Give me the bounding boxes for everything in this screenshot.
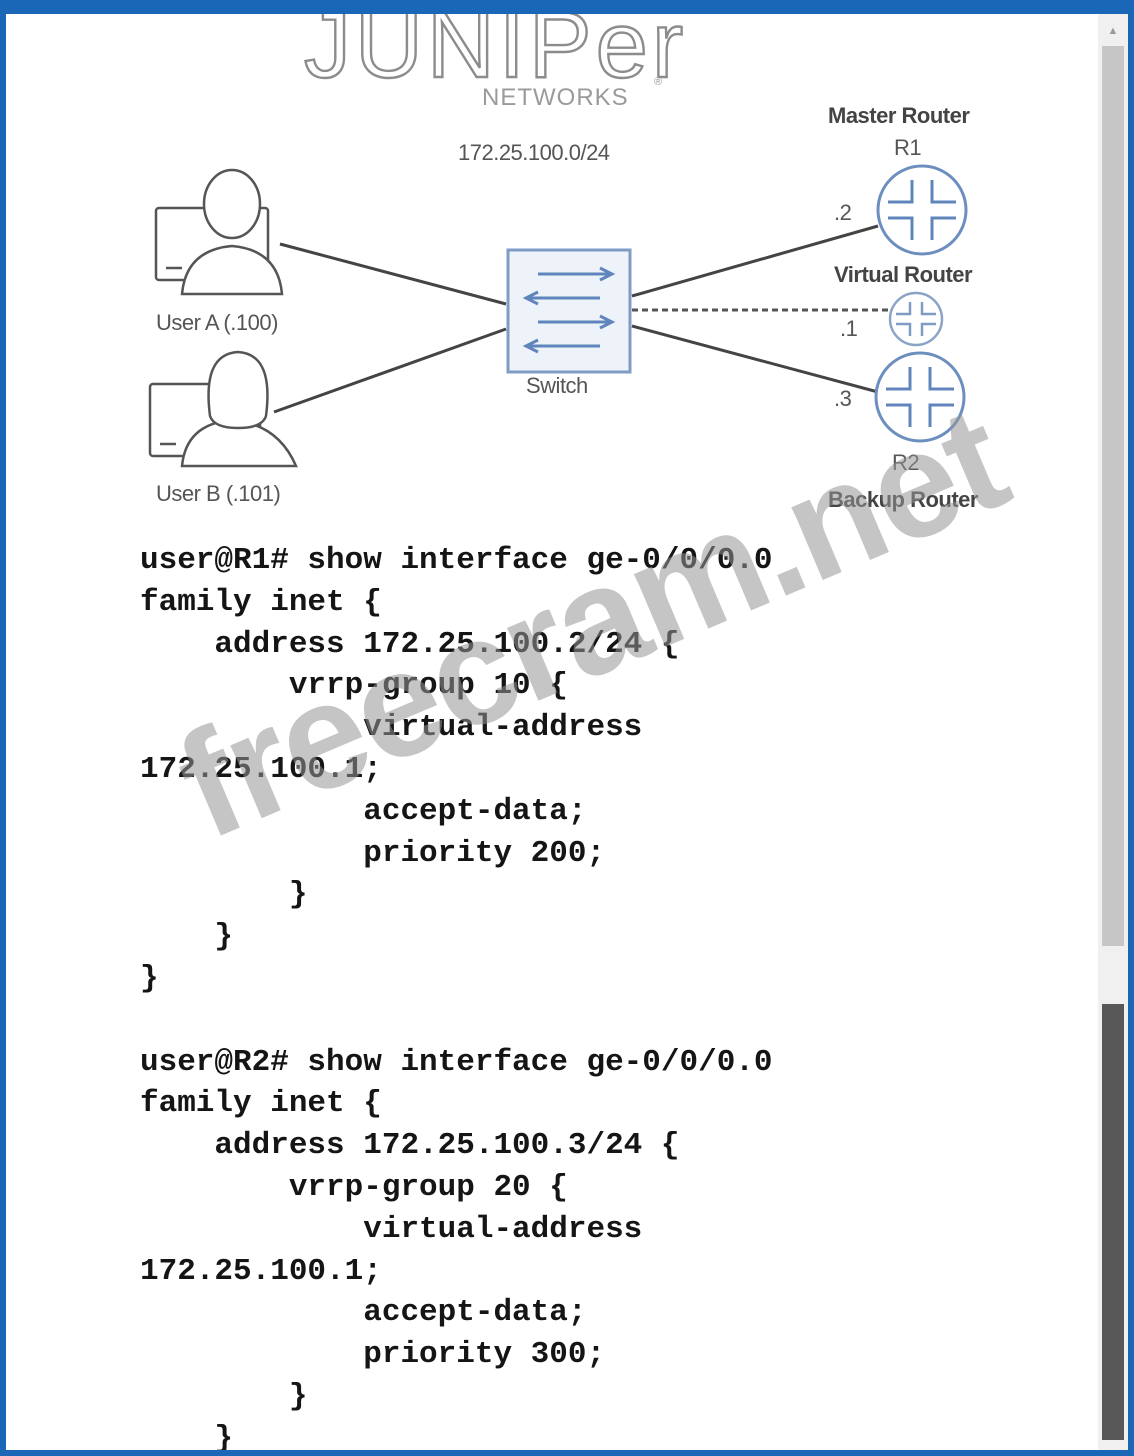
virtual-ip-label: .1	[840, 316, 858, 341]
cli-line: vrrp-group 20 {	[140, 1169, 568, 1205]
subnet-label: 172.25.100.0/24	[458, 140, 610, 165]
cli-line: user@R2# show interface ge-0/0/0.0	[140, 1044, 773, 1080]
cli-line: virtual-address	[140, 710, 643, 746]
cli-output: user@R1# show interface ge-0/0/0.0 family…	[140, 540, 773, 1450]
r2-label: R2	[892, 450, 920, 475]
network-diagram	[148, 164, 968, 468]
cli-line: accept-data;	[140, 1295, 587, 1331]
cli-line: accept-data;	[140, 793, 587, 829]
cli-line: }	[140, 1378, 308, 1414]
cli-line	[140, 1000, 773, 1042]
cli-line: user@R1# show interface ge-0/0/0.0	[140, 543, 773, 578]
cli-line: }	[140, 960, 159, 996]
cli-line: 172.25.100.1;	[140, 751, 382, 787]
r2-ip-label: .3	[834, 386, 852, 411]
cli-line: priority 300;	[140, 1337, 606, 1373]
master-router-label: Master Router	[828, 103, 970, 128]
cli-line: family inet {	[140, 584, 382, 620]
user-b-icon	[148, 350, 298, 468]
cli-line: }	[140, 1420, 234, 1450]
cli-line: virtual-address	[140, 1211, 643, 1247]
link-switch-r2	[631, 324, 879, 394]
juniper-logo-networks: NETWORKS	[482, 84, 629, 111]
router-r2-icon	[874, 351, 966, 443]
user-a-label: User A (.100)	[156, 310, 278, 335]
scroll-up-arrow-icon[interactable]: ▲	[1107, 25, 1119, 37]
scrollbar-track[interactable]	[1102, 46, 1124, 946]
scrollbar-thumb[interactable]	[1102, 1004, 1124, 1440]
user-b-label: User B (.101)	[156, 481, 281, 506]
virtual-router-label: Virtual Router	[834, 262, 973, 287]
cli-line: 172.25.100.1;	[140, 1253, 382, 1289]
cli-line: family inet {	[140, 1086, 382, 1122]
r1-ip-label: .2	[834, 200, 852, 225]
backup-router-label: Backup Router	[828, 487, 978, 512]
image-viewport: JUNIPer NETWORKS ®	[6, 14, 1098, 1450]
cli-line: address 172.25.100.3/24 {	[140, 1128, 680, 1164]
cli-line: priority 200;	[140, 835, 606, 871]
cli-line: }	[140, 919, 234, 955]
link-user-a-switch	[279, 242, 507, 306]
user-a-icon	[154, 168, 284, 296]
cli-line: }	[140, 877, 308, 913]
link-user-b-switch	[273, 327, 507, 414]
switch-label: Switch	[526, 373, 588, 398]
cli-line: vrrp-group 10 {	[140, 668, 568, 704]
link-switch-r1	[631, 224, 879, 298]
virtual-router-icon	[888, 291, 944, 347]
juniper-logo-wordmark: JUNIPer	[303, 14, 688, 97]
router-r1-icon	[876, 164, 968, 256]
r1-label: R1	[894, 135, 922, 160]
cli-line: address 172.25.100.2/24 {	[140, 626, 680, 662]
switch-icon	[506, 248, 632, 374]
juniper-logo-subtitle: NETWORKS ®	[482, 76, 662, 112]
registered-mark: ®	[654, 76, 664, 88]
vertical-scrollbar[interactable]: ▲	[1098, 14, 1128, 1450]
